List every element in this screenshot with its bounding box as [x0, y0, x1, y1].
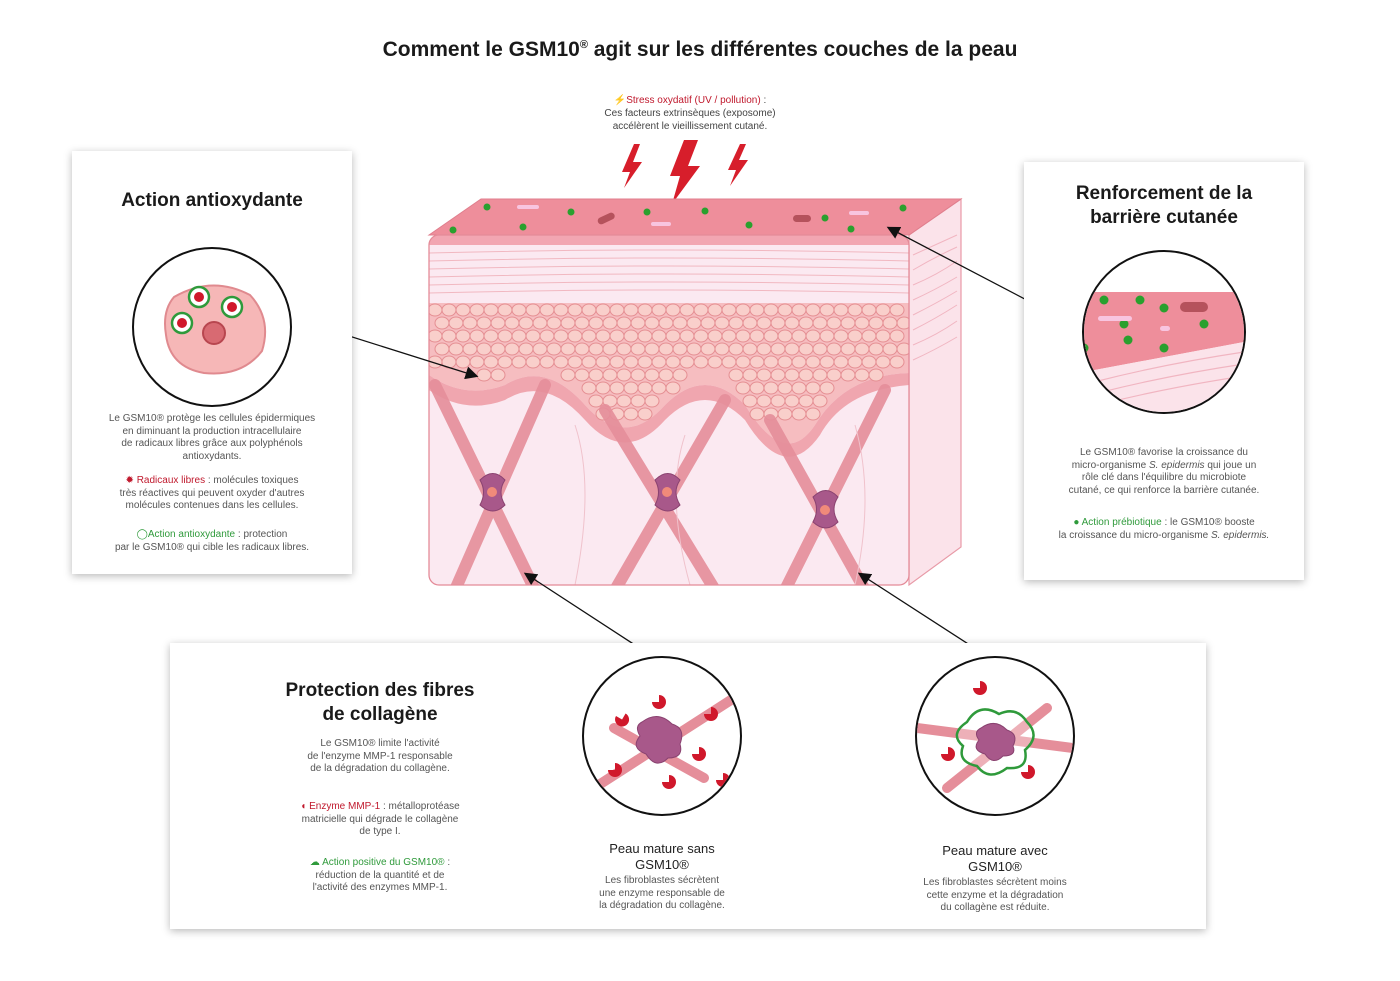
- epidermal-cell: [889, 303, 905, 317]
- with-gsm10-circle: [915, 656, 1075, 816]
- antioxidant-description: Le GSM10® protège les cellules épidermiq…: [108, 413, 316, 462]
- lightning-bolts-icon: [622, 140, 748, 204]
- epidermal-cell: [490, 368, 506, 382]
- epidermal-cell: [889, 355, 905, 369]
- skin-block-diagram: [427, 197, 963, 587]
- without-gsm10-circle: [582, 656, 742, 816]
- epidermal-cell: [637, 407, 653, 421]
- pacman-enzyme-icon: ◖: [300, 801, 307, 812]
- free-radical-icon: ✹: [125, 475, 134, 486]
- mmp-legend: ◖ Enzyme MMP-1 : métalloprotéase matrici…: [300, 801, 460, 837]
- lightning-icon: ⚡: [613, 95, 627, 106]
- epidermal-cell: [819, 381, 835, 395]
- radicals-legend: ✹ Radicaux libres : molécules toxiques t…: [119, 475, 305, 511]
- epidermal-cell: [896, 342, 909, 356]
- epidermal-cell: [665, 381, 681, 395]
- fibroblast-protected-icon: [917, 681, 1073, 793]
- epidermal-cell: [672, 368, 688, 382]
- epidermal-cell: [812, 394, 828, 408]
- epidermal-cell: [896, 316, 909, 330]
- barrier-description: Le GSM10® favorise la croissance du micr…: [1068, 447, 1260, 496]
- epidermal-cell: [805, 407, 821, 421]
- fibroblast-degrading-icon: [589, 693, 739, 793]
- microbiome-dots: [449, 203, 907, 234]
- green-dot-icon: ●: [1073, 517, 1080, 528]
- epidermal-cell-icon: [164, 284, 266, 375]
- antioxidant-panel: Action antioxydante Le GSM10® protège le…: [72, 151, 352, 574]
- green-circle-icon: ◯: [136, 529, 148, 540]
- epidermal-cell: [889, 329, 905, 343]
- antioxidant-action-legend: ◯Action antioxydante : protection par le…: [114, 529, 310, 553]
- epidermal-cell: [868, 368, 884, 382]
- positive-action-legend: ☁ Action positive du GSM10® : réduction …: [309, 857, 451, 893]
- green-outline-icon: ☁: [309, 857, 320, 868]
- epidermal-cell: [644, 394, 660, 408]
- antioxidant-title: Action antioxydante: [121, 190, 303, 211]
- prebiotic-legend: ● Action prébiotique : le GSM10® booste …: [1058, 517, 1270, 541]
- stress-caption: ⚡Stress oxydatif (UV / pollution) : Ces …: [604, 95, 776, 132]
- skin-surface-icon: [1084, 292, 1244, 412]
- cell-zoom-circle: [132, 247, 292, 407]
- page-title: Comment le GSM10® agit sur les différent…: [382, 38, 1018, 61]
- barrier-zoom-circle: [1082, 250, 1246, 414]
